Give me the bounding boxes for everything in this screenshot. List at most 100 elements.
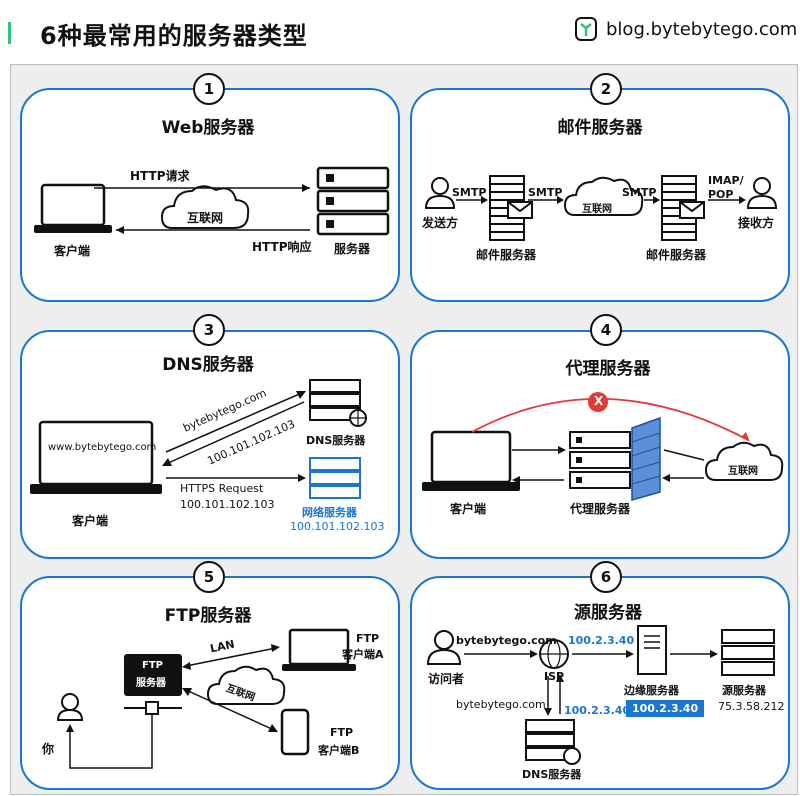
laptop-icon bbox=[30, 420, 162, 494]
ftp-server-label-1: FTP bbox=[142, 660, 163, 671]
origin-diagram bbox=[426, 625, 775, 765]
laptop-icon bbox=[34, 183, 112, 233]
client-label: 客户端 bbox=[54, 244, 91, 258]
mail-diagram bbox=[424, 175, 778, 241]
dns-server-icon bbox=[525, 719, 581, 765]
panel-dns-server: www.bytebytego.com bytebytego.com 100.10… bbox=[20, 330, 400, 559]
cloud-icon bbox=[563, 176, 644, 216]
origin-ip-label: 75.3.58.212 bbox=[718, 700, 785, 713]
visitor-label: 访问者 bbox=[428, 672, 465, 686]
url-label: www.bytebytego.com bbox=[48, 442, 157, 453]
web-ip-label: 100.101.102.103 bbox=[290, 520, 385, 533]
connector-icon bbox=[66, 701, 182, 769]
ftp-client-b-label-1: FTP bbox=[330, 726, 354, 739]
badge-1: 1 bbox=[193, 73, 225, 105]
panel-mail-server: SMTP SMTP 互联网 SMTP IMAP/ POP 发送方 接收方 邮件服… bbox=[410, 88, 790, 302]
edge-ip-chip: 100.2.3.40 bbox=[626, 700, 705, 717]
panel-origin-title: 源服务器 bbox=[574, 603, 642, 623]
globe-icon bbox=[349, 409, 367, 427]
ftp-client-b-label-2: 客户端B bbox=[318, 744, 360, 757]
web-server-label: 网络服务器 bbox=[302, 506, 357, 519]
ftp-diagram bbox=[56, 628, 356, 769]
laptop-icon bbox=[422, 430, 520, 491]
blog-link[interactable]: blog.bytebytego.com bbox=[574, 16, 797, 42]
response-arrow bbox=[116, 226, 310, 234]
panel-ftp-title: FTP服务器 bbox=[164, 606, 252, 626]
edge-ip-answer-label: 100.2.3.40 bbox=[568, 634, 635, 647]
client-label: 客户端 bbox=[450, 502, 487, 516]
http-response-label: HTTP响应 bbox=[252, 240, 312, 254]
proxy-diagram bbox=[422, 392, 784, 501]
panel-proxy-title: 代理服务器 bbox=[565, 359, 651, 379]
dns-query-label: bytebytego.com bbox=[456, 698, 546, 711]
mail-server-2-label: 邮件服务器 bbox=[646, 248, 707, 262]
dns-answer-arrow bbox=[162, 401, 305, 466]
isp-label: ISP bbox=[544, 670, 565, 683]
https-ip-label: 100.101.102.103 bbox=[180, 498, 275, 511]
title-accent-bar bbox=[8, 22, 11, 44]
ftp-server-label-2: 服务器 bbox=[136, 678, 166, 689]
cloud-icon bbox=[206, 665, 286, 705]
internet-label: 互联网 bbox=[187, 211, 224, 225]
blocked-x-icon bbox=[588, 392, 608, 412]
blog-url: blog.bytebytego.com bbox=[606, 18, 798, 40]
phone-icon bbox=[280, 708, 310, 756]
isp-globe-icon bbox=[539, 639, 569, 669]
mail-server-1-icon bbox=[489, 175, 533, 241]
panel-dns-title: DNS服务器 bbox=[162, 355, 254, 375]
dns-diagram bbox=[30, 379, 367, 499]
badge-4: 4 bbox=[590, 314, 622, 346]
panel-ftp-server: FTP 服务器 LAN 互联网 FTP 客户端A FTP 客户端B 你 bbox=[20, 576, 400, 790]
panel-mail-title: 邮件服务器 bbox=[557, 118, 643, 138]
client-label: 客户端 bbox=[72, 514, 109, 528]
sender-user-icon bbox=[424, 177, 456, 209]
dns-server-label: DNS服务器 bbox=[522, 768, 582, 781]
ftp-server-icon bbox=[124, 654, 182, 696]
dns-answer-label: 100.2.3.40 bbox=[564, 704, 631, 717]
page-title: 6种最常用的服务器类型 bbox=[40, 22, 308, 50]
edge-server-label: 边缘服务器 bbox=[624, 684, 679, 697]
smtp-label-3: SMTP bbox=[622, 186, 657, 199]
web-diagram bbox=[34, 166, 390, 236]
https-label: HTTPS Request bbox=[180, 482, 264, 495]
proxy-label: 代理服务器 bbox=[570, 502, 631, 516]
dns-server-label: DNS服务器 bbox=[306, 434, 366, 447]
panel-web-title: Web服务器 bbox=[161, 118, 255, 138]
mail-server-1-label: 邮件服务器 bbox=[476, 248, 537, 262]
origin-arrows bbox=[464, 650, 718, 716]
visitor-query-label: bytebytego.com bbox=[456, 634, 557, 647]
internet-label: 互联网 bbox=[728, 466, 758, 477]
proxy-server-icon bbox=[569, 431, 631, 489]
internet-arrow bbox=[182, 688, 278, 732]
request-arrow bbox=[94, 184, 310, 192]
web-server-icon bbox=[309, 457, 361, 499]
cloud-icon bbox=[704, 441, 784, 481]
mail-server-2-icon bbox=[661, 175, 705, 241]
dns-query-arrow bbox=[165, 391, 306, 453]
pop-label: POP bbox=[708, 188, 734, 201]
sender-label: 发送方 bbox=[422, 216, 459, 230]
mail-arrowheads bbox=[481, 196, 746, 204]
laptop-icon bbox=[282, 628, 356, 671]
internet-label: 互联网 bbox=[582, 204, 612, 215]
ftp-client-a-label-1: FTP bbox=[356, 632, 380, 645]
smtp-label-1: SMTP bbox=[452, 186, 487, 199]
http-request-label: HTTP请求 bbox=[130, 169, 190, 183]
badge-6: 6 bbox=[590, 561, 622, 593]
receiver-user-icon bbox=[746, 177, 778, 209]
badge-2: 2 bbox=[590, 73, 622, 105]
panel-web-server: HTTP请求 互联网 HTTP响应 客户端 服务器 bbox=[20, 88, 400, 302]
you-label: 你 bbox=[42, 742, 55, 756]
origin-server-icon bbox=[721, 629, 775, 676]
bytebytego-logo-icon bbox=[575, 17, 597, 41]
panel-origin-server: bytebytego.com 100.2.3.40 ISP 边缘服务器 100.… bbox=[410, 576, 790, 790]
blocked-x-label: X bbox=[594, 394, 604, 408]
visitor-user-icon bbox=[426, 630, 462, 665]
receiver-label: 接收方 bbox=[738, 216, 775, 230]
badge-5: 5 bbox=[193, 561, 225, 593]
ftp-client-a-label-2: 客户端A bbox=[342, 648, 384, 661]
badge-3: 3 bbox=[193, 314, 225, 346]
smtp-label-2: SMTP bbox=[528, 186, 563, 199]
imap-label: IMAP/ bbox=[708, 174, 744, 187]
user-icon bbox=[56, 693, 84, 721]
